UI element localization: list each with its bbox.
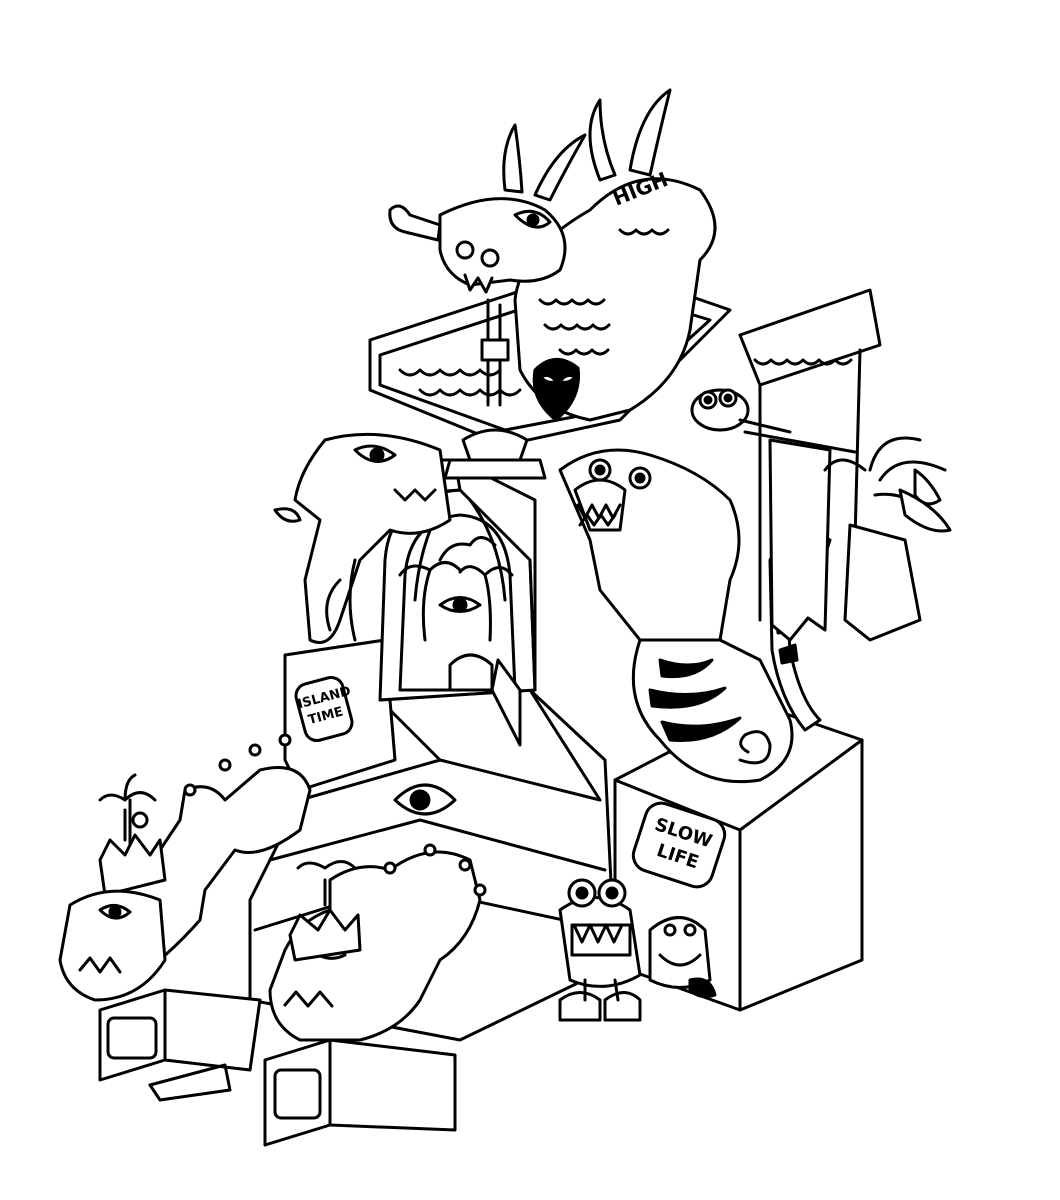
ribbon [148, 1063, 232, 1102]
side-roof-wing [738, 288, 882, 642]
stair-eye [393, 783, 457, 816]
little-monster-smile [648, 916, 717, 999]
roof-frog [690, 388, 792, 434]
potted-plant [823, 436, 952, 642]
little-monster-toothy [558, 878, 642, 1022]
jungle-archway [378, 488, 537, 747]
left-dragon-lower [58, 733, 312, 1002]
hookah-pipe [443, 298, 547, 480]
slow-life-sign: SLOW LIFE [631, 801, 727, 889]
left-guardian-dragon [273, 432, 452, 644]
right-front-block [263, 1038, 457, 1147]
alien-face-emblem [532, 358, 581, 422]
left-front-block [98, 988, 262, 1082]
front-dragon [268, 843, 487, 1042]
